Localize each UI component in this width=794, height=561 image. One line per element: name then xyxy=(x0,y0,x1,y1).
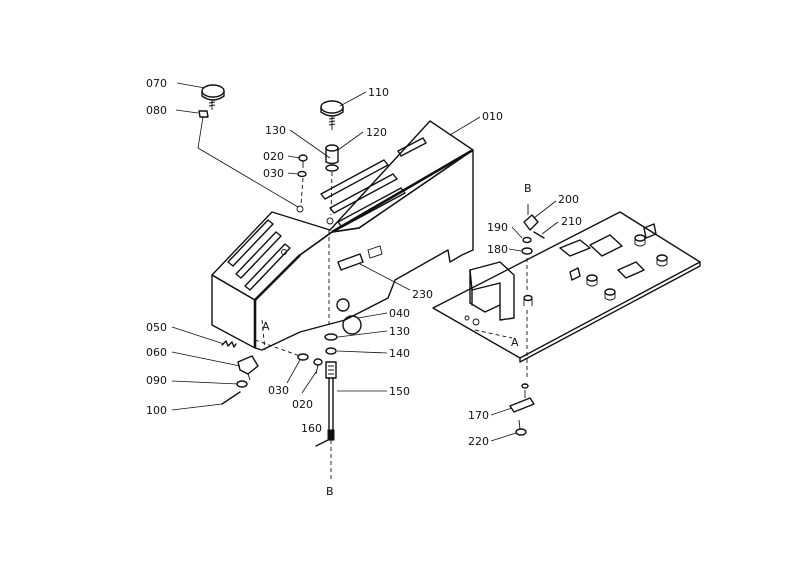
label-030-low: 030 xyxy=(268,384,289,397)
label-150: 150 xyxy=(389,385,410,398)
label-120: 120 xyxy=(366,126,387,139)
label-070: 070 xyxy=(146,77,167,90)
label-200: 200 xyxy=(558,193,579,206)
part-020-screw-top xyxy=(298,154,308,168)
label-100: 100 xyxy=(146,404,167,417)
part-130-washer-top xyxy=(325,164,339,172)
label-230: 230 xyxy=(412,288,433,301)
part-100-pin xyxy=(221,391,241,405)
part-160-pin xyxy=(315,439,329,447)
part-190-washer xyxy=(522,236,532,244)
part-030-washer-low xyxy=(297,353,309,361)
ref-mark-b-bottom: B xyxy=(326,485,334,498)
ref-mark-a-left: A xyxy=(262,320,270,333)
label-180: 180 xyxy=(487,243,508,256)
part-080-nut xyxy=(197,110,299,208)
label-220: 220 xyxy=(468,435,489,448)
label-020-low: 020 xyxy=(292,398,313,411)
ref-mark-a-right: A xyxy=(511,336,519,349)
part-140-washer xyxy=(325,347,337,355)
part-150-rod xyxy=(325,361,337,441)
label-170: 170 xyxy=(468,409,489,422)
callout-labels: 070 080 110 130 120 020 030 010 230 040 … xyxy=(146,77,582,498)
part-130-washer-low xyxy=(324,333,338,341)
label-140: 140 xyxy=(389,347,410,360)
part-060-clip xyxy=(237,355,259,381)
label-010: 010 xyxy=(482,110,503,123)
label-130-top: 130 xyxy=(265,124,286,137)
cover-housing xyxy=(211,120,474,351)
part-050-spring xyxy=(221,340,237,348)
part-110-knob xyxy=(320,100,344,130)
base-plate xyxy=(432,211,701,380)
label-020-top: 020 xyxy=(263,150,284,163)
part-030-washer-top xyxy=(297,170,307,178)
label-080: 080 xyxy=(146,104,167,117)
label-160: 160 xyxy=(301,422,322,435)
part-200-clip xyxy=(523,204,539,231)
part-070-knob xyxy=(201,84,225,110)
label-060: 060 xyxy=(146,346,167,359)
leader-lines xyxy=(171,82,559,442)
part-180-washer xyxy=(521,247,533,255)
label-040: 040 xyxy=(389,307,410,320)
label-050: 050 xyxy=(146,321,167,334)
label-030-top: 030 xyxy=(263,167,284,180)
part-220-screw xyxy=(515,419,527,436)
part-210-screw xyxy=(533,231,545,239)
label-190: 190 xyxy=(487,221,508,234)
label-210: 210 xyxy=(561,215,582,228)
part-020-screw-low xyxy=(313,358,323,375)
part-040-knob xyxy=(336,298,362,335)
part-120-spacer xyxy=(325,144,339,165)
part-090-washer xyxy=(236,380,248,388)
ref-mark-b-top: B xyxy=(524,182,532,195)
part-170-bracket xyxy=(509,383,535,413)
label-090: 090 xyxy=(146,374,167,387)
label-110: 110 xyxy=(368,86,389,99)
label-130-low: 130 xyxy=(389,325,410,338)
